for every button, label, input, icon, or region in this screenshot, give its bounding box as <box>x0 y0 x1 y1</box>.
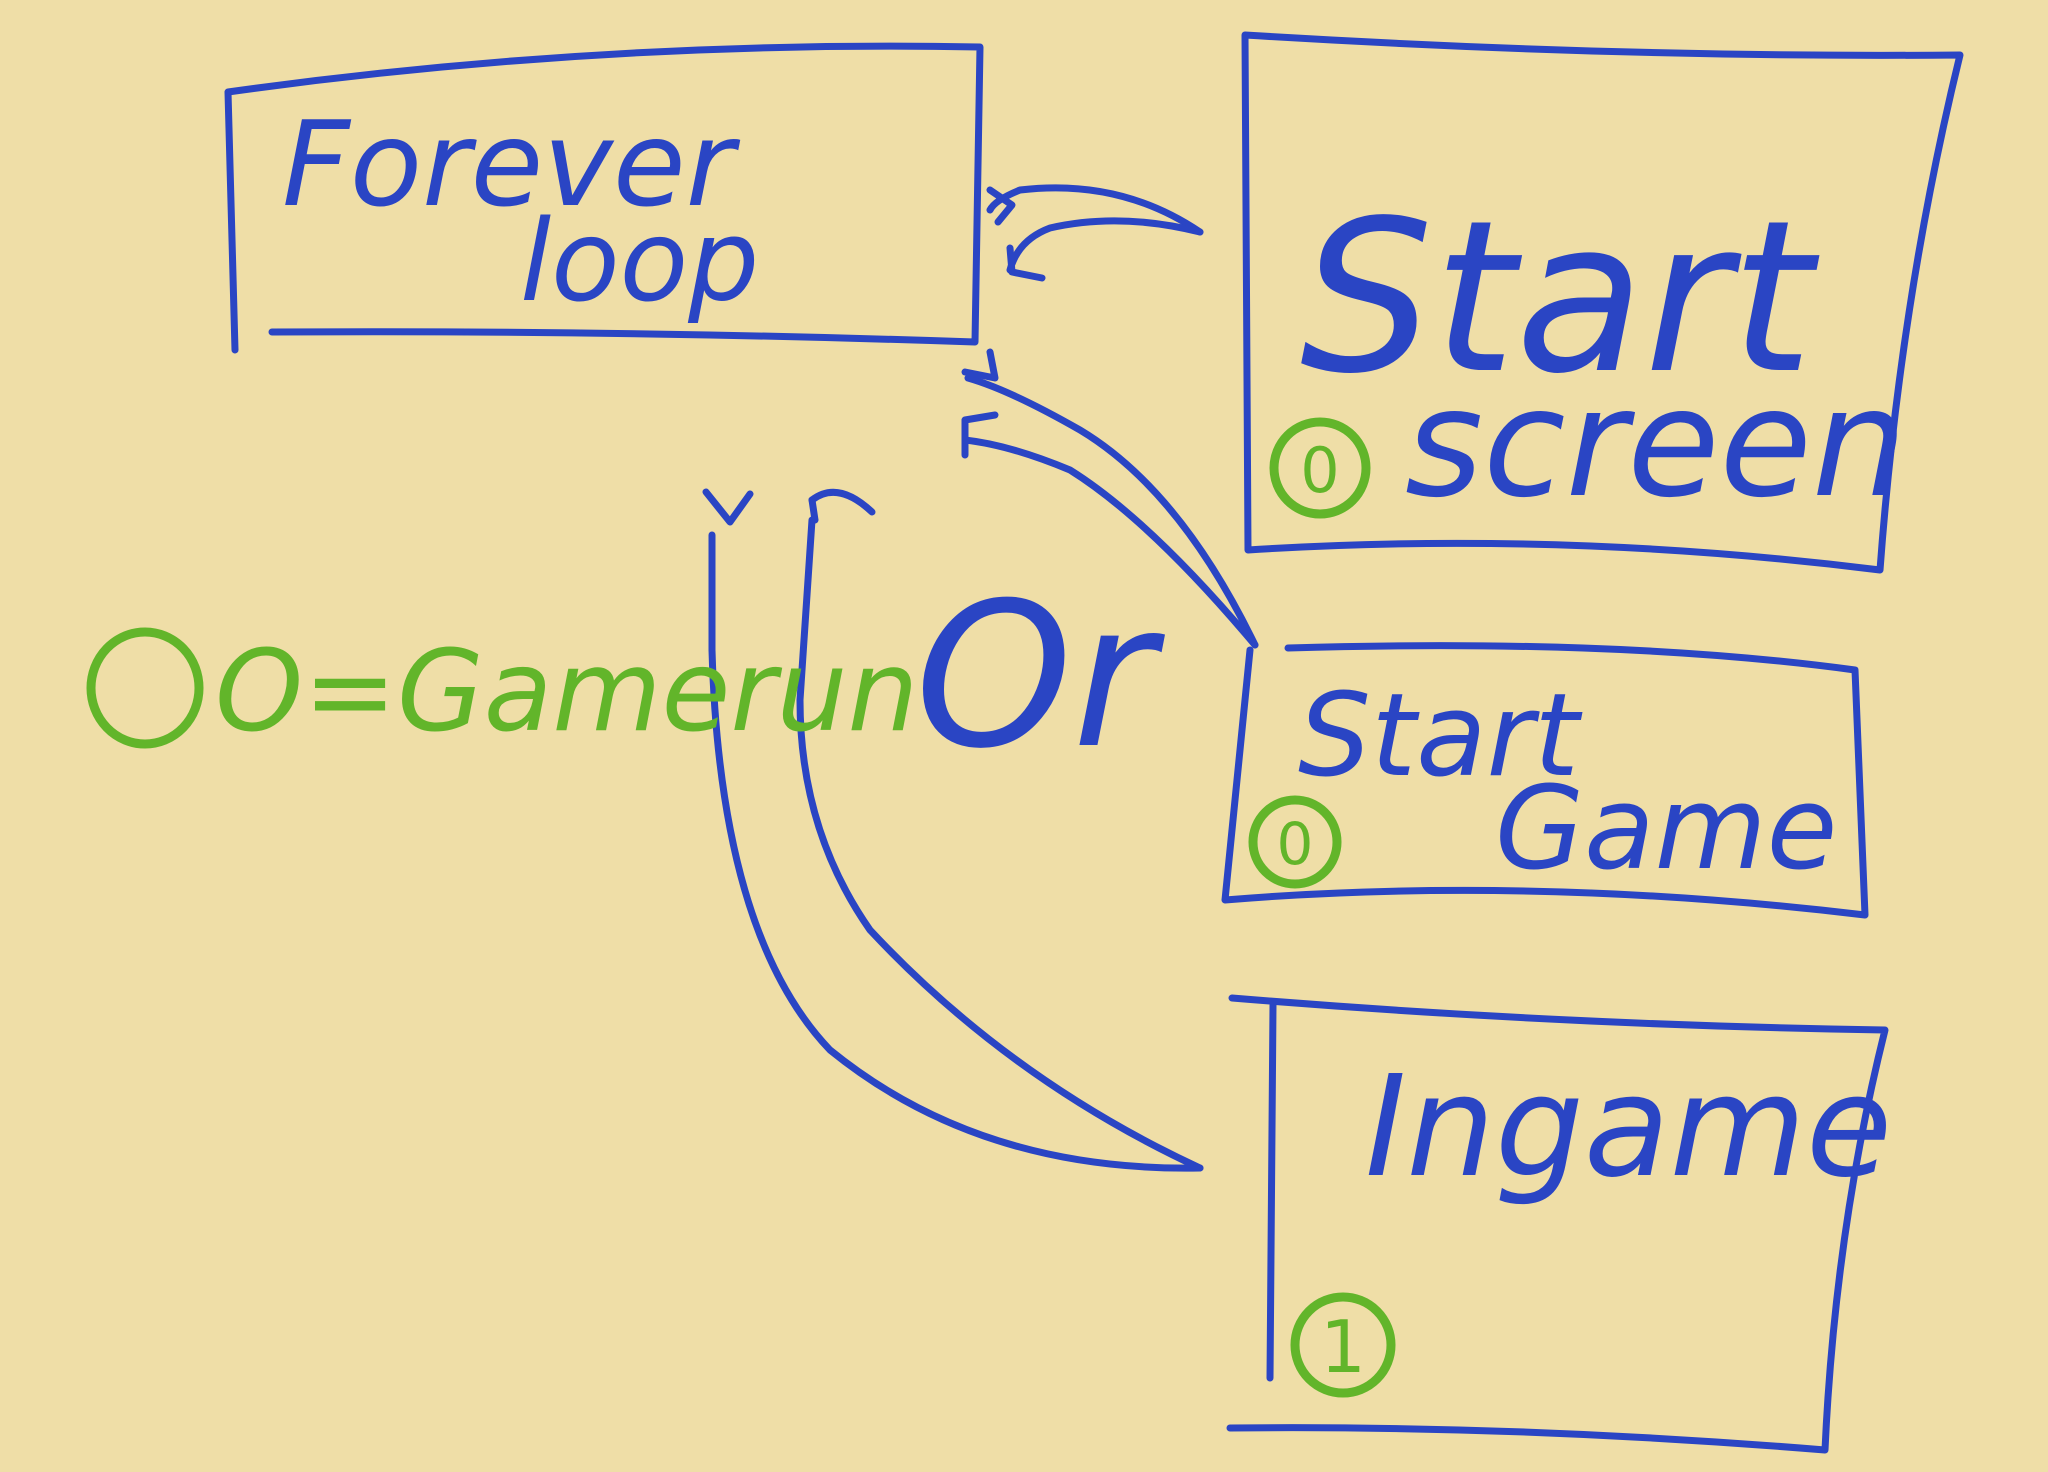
box-start-screen: Start screen 0 <box>1241 31 1964 574</box>
arrow-start-screen-to-loop <box>986 184 1204 282</box>
box-ingame-outline <box>1226 994 1889 1454</box>
box-ingame: Ingame 1 <box>1226 994 1892 1454</box>
arrow-lower-stroke <box>1006 217 1204 274</box>
arrow-ingame-to-loop <box>702 488 1204 1172</box>
legend: O=Gamerun <box>86 627 918 757</box>
box-forever-loop: Forever loop <box>224 42 984 354</box>
arrow-head-start-game-lower <box>961 411 999 459</box>
forever-loop-label-line1: Forever <box>282 95 741 233</box>
box-start-screen-outline <box>1241 31 1964 574</box>
arrow-head-ingame-tick <box>808 496 819 524</box>
legend-circle-icon <box>86 627 204 749</box>
forever-loop-label-line2: loop <box>520 197 759 327</box>
start-game-label-line1: Start <box>1298 669 1583 803</box>
start-screen-marker: 0 <box>1300 434 1339 507</box>
arrow-start-game-to-loop <box>961 348 1259 649</box>
start-game-label-line2: Game <box>1495 762 1837 896</box>
arrow-start-game-lower <box>961 436 1259 649</box>
ingame-label: Ingame <box>1365 1046 1892 1209</box>
arrow-head-start-game <box>961 348 999 382</box>
start-screen-label-line2: screen <box>1405 357 1907 531</box>
arrow-head-lower <box>1006 244 1046 282</box>
start-game-marker-circle <box>1248 795 1342 889</box>
ingame-marker: 1 <box>1320 1305 1366 1389</box>
arrow-start-game-upper <box>964 374 1259 649</box>
arrow-upper-stroke <box>986 184 1204 236</box>
box-start-game-outline <box>1221 642 1869 919</box>
arrow-head-ingame-right <box>808 488 876 516</box>
arrow-head-ingame-left <box>702 488 754 526</box>
start-screen-label-line1: Start <box>1300 175 1820 420</box>
arrow-ingame-inner <box>796 516 1204 1172</box>
start-screen-marker-circle <box>1269 417 1371 519</box>
box-forever-loop-outline <box>224 42 984 354</box>
ingame-marker-circle <box>1290 1292 1396 1398</box>
connector-label-or: Or <box>915 560 1165 793</box>
start-game-marker: 0 <box>1277 810 1314 878</box>
arrow-ingame-outer <box>708 531 1204 1172</box>
box-start-game: Start Game 0 <box>1221 642 1869 919</box>
arrow-head-upper <box>986 186 1016 226</box>
legend-text: O=Gamerun <box>215 627 918 757</box>
box-ingame-left-edge <box>1266 1001 1277 1382</box>
